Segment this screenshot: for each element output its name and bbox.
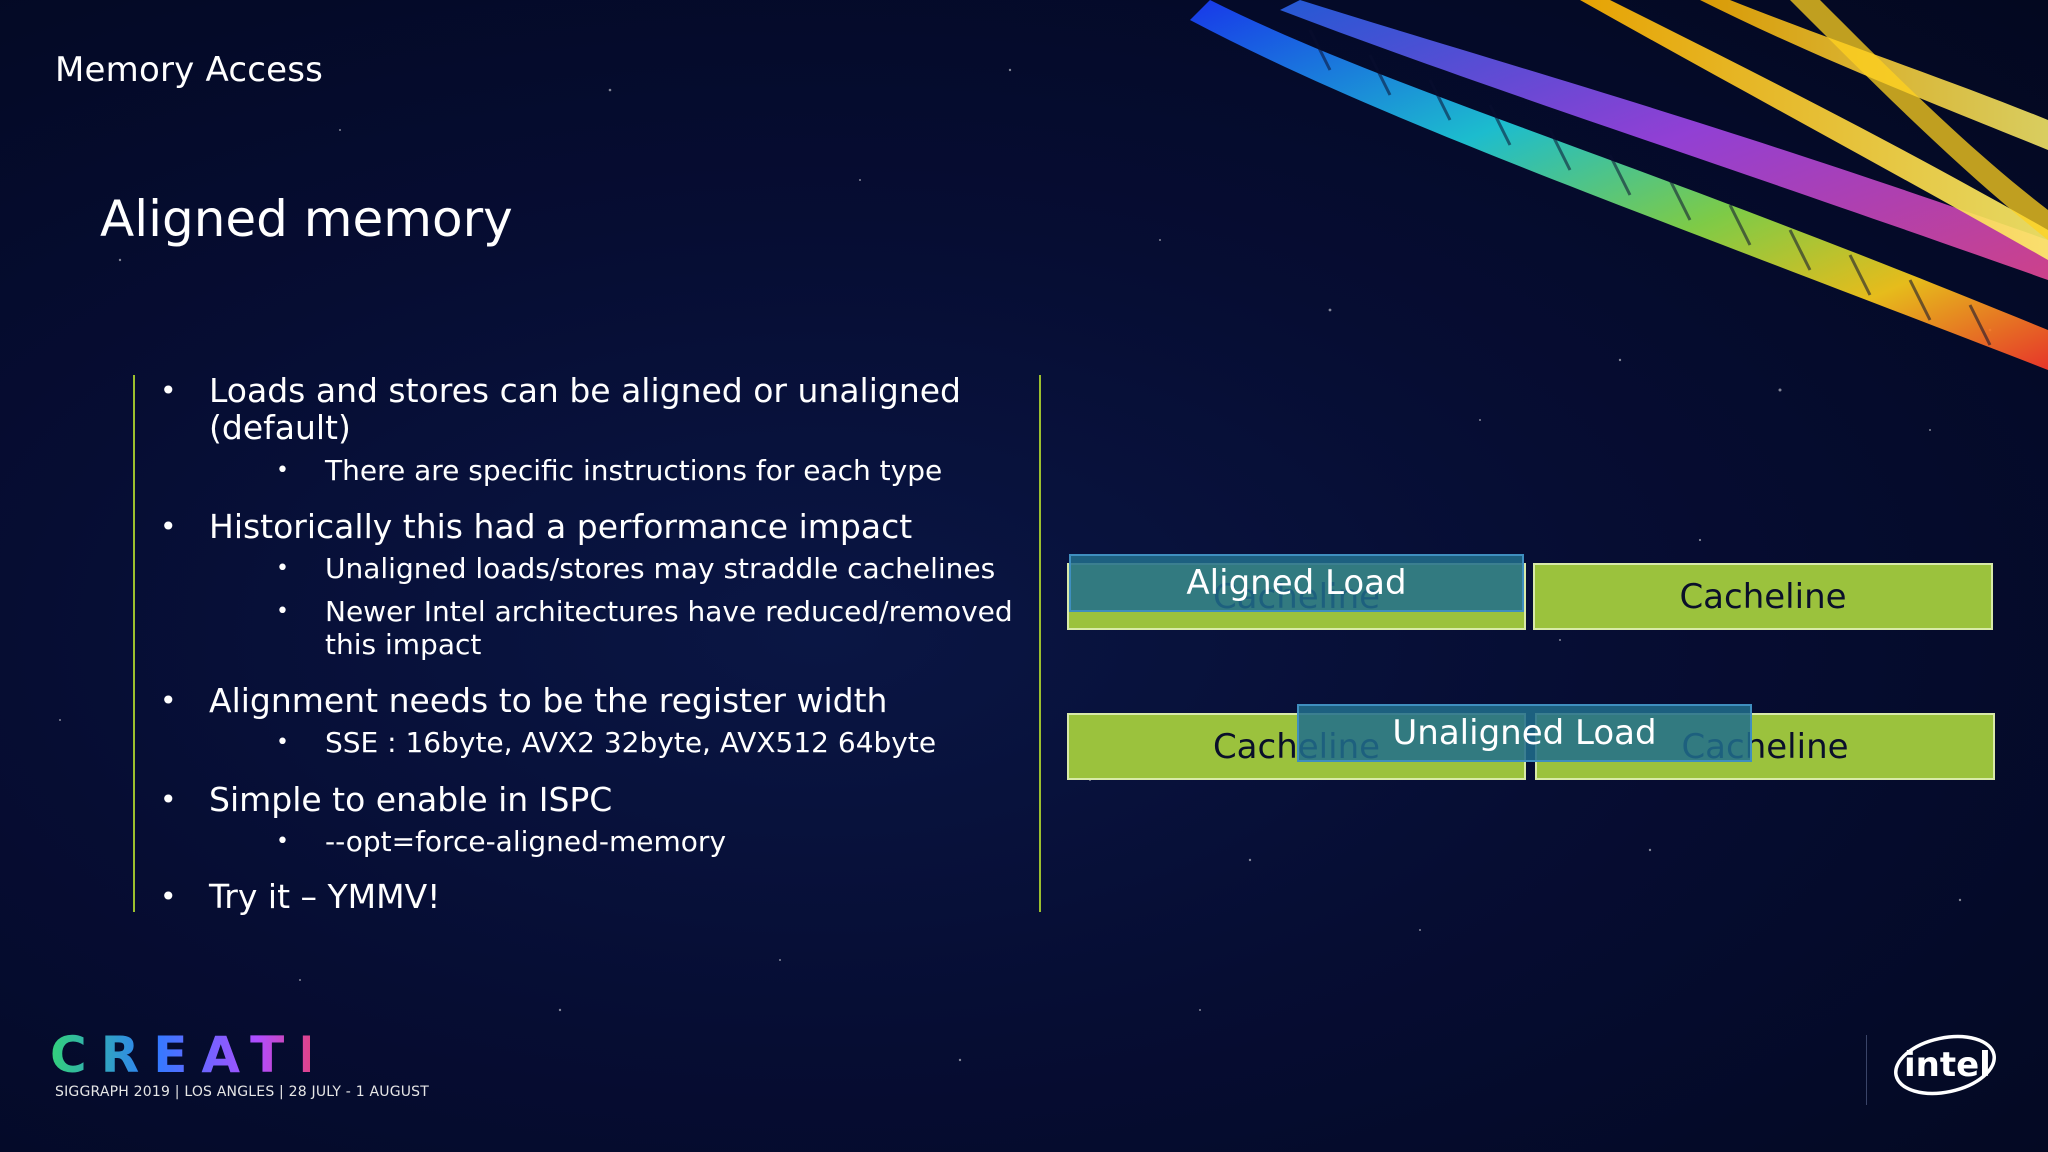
sub-bullet-item: Unaligned loads/stores may straddle cach… [160,552,1020,585]
bullet-item: Simple to enable in ISPC [160,781,1020,818]
bullet-item: Try it – YMMV! [160,878,1020,915]
ribbon-decoration [1190,0,2048,370]
left-divider-line [133,375,135,912]
aligned-load-box: Aligned Load [1069,554,1524,612]
slide-title: Aligned memory [100,190,513,248]
middle-divider-line [1039,375,1041,912]
sub-bullet-item: --opt=force-aligned-memory [160,825,1020,858]
cacheline-box: Cacheline [1533,563,1993,630]
sub-bullet-item: Newer Intel architectures have reduced/r… [160,595,1020,661]
section-title: Memory Access [55,50,324,90]
intel-logo: intel [1894,1034,1996,1096]
event-info: SIGGRAPH 2019 | LOS ANGLES | 28 JULY - 1… [55,1084,430,1100]
sub-bullet-item: There are specific instructions for each… [160,454,1020,487]
create-logo: CREATE [50,1028,310,1078]
bullet-item: Historically this had a performance impa… [160,508,1020,545]
bullet-item: Alignment needs to be the register width [160,682,1020,719]
intel-logo-text: intel [1904,1045,1991,1085]
bullet-list: Loads and stores can be aligned or unali… [160,372,1020,915]
unaligned-load-box: Unaligned Load [1297,704,1752,762]
footer-divider [1866,1035,1867,1105]
sub-bullet-item: SSE : 16byte, AVX2 32byte, AVX512 64byte [160,726,1020,759]
bullet-item: Loads and stores can be aligned or unali… [160,372,1020,446]
create-logo-text: CREATE [50,1028,310,1078]
